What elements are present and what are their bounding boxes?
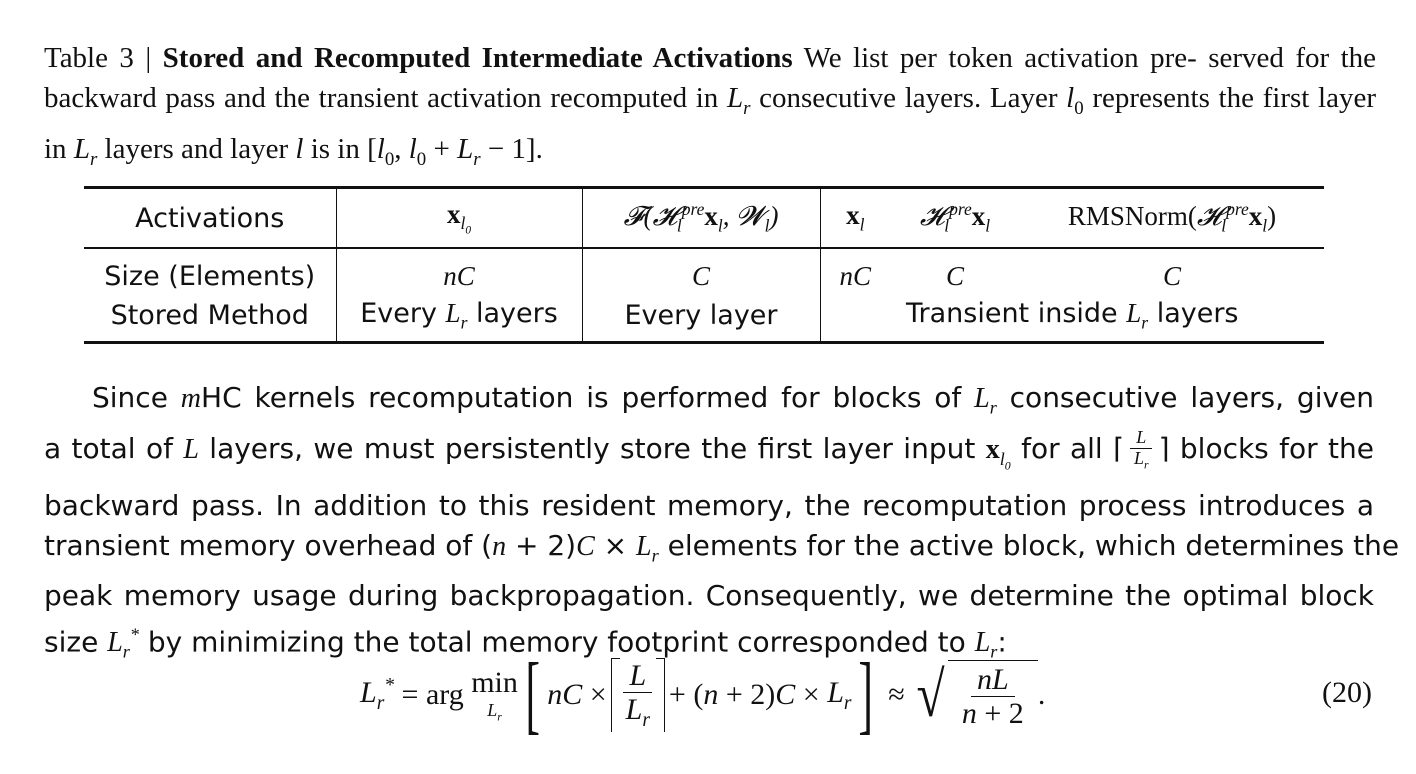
size-rmsnorm: C: [1162, 261, 1181, 291]
para-line: transient memory overhead of (n + 2)C × …: [44, 528, 1400, 566]
para-line: peak memory usage during backpropagation…: [44, 578, 1374, 612]
col-rmsnorm: RMSNorm(𝓗lprexl): [1067, 199, 1277, 236]
table-row-method: Stored Method Every Lr layers Every laye…: [84, 296, 1324, 341]
equation-number: (20): [1322, 676, 1372, 709]
method-f: Every layer: [581, 296, 820, 341]
caption-label: Table 3 |: [44, 42, 152, 74]
para-line: backward pass. In addition to this resid…: [44, 489, 1374, 523]
mid-rule: [84, 247, 1324, 249]
size-x-l: nC: [819, 248, 890, 297]
para-line: a total of L layers, we must persistentl…: [44, 427, 1374, 473]
size-h-pre: C: [945, 261, 964, 291]
table-header-row: Activations xl0 𝓕(𝓗lprexl, 𝓦l) xl 𝓗lprex…: [84, 189, 1324, 247]
row-header-activations: Activations: [135, 202, 285, 234]
col-x-l: xl: [819, 189, 890, 247]
caption-title: Stored and Recomputed Intermediate Activ…: [162, 42, 793, 74]
col-f-function: 𝓕(𝓗lprexl, 𝓦l): [581, 189, 820, 247]
size-f: C: [581, 248, 820, 297]
para-line: Since mHC kernels recomputation is perfo…: [92, 381, 1375, 418]
method-x-l0: Every Lr layers: [335, 296, 582, 341]
method-transient: Transient inside Lr layers: [819, 296, 1324, 341]
caption-text: We list per token activation pre- served…: [44, 42, 1377, 170]
col-h-pre-x: 𝓗lprexl: [919, 199, 991, 236]
top-rule: [84, 186, 1324, 189]
col-x-l0: xl0: [335, 189, 582, 247]
para-line: size Lr* by minimizing the total memory …: [44, 624, 1007, 662]
size-x-l0: nC: [335, 248, 582, 297]
body-paragraph: Since mHC kernels recomputation is perfo…: [44, 378, 1400, 672]
row-header-size: Size (Elements): [104, 261, 316, 292]
table-row-size: Size (Elements) nC C nC C C: [84, 248, 1324, 297]
table-caption: Table 3 | Stored and Recomputed Intermed…: [44, 38, 1376, 180]
activations-table: Activations xl0 𝓕(𝓗lprexl, 𝓦l) xl 𝓗lprex…: [84, 186, 1324, 344]
bottom-rule: [84, 340, 1324, 344]
row-header-method: Stored Method: [110, 300, 309, 331]
